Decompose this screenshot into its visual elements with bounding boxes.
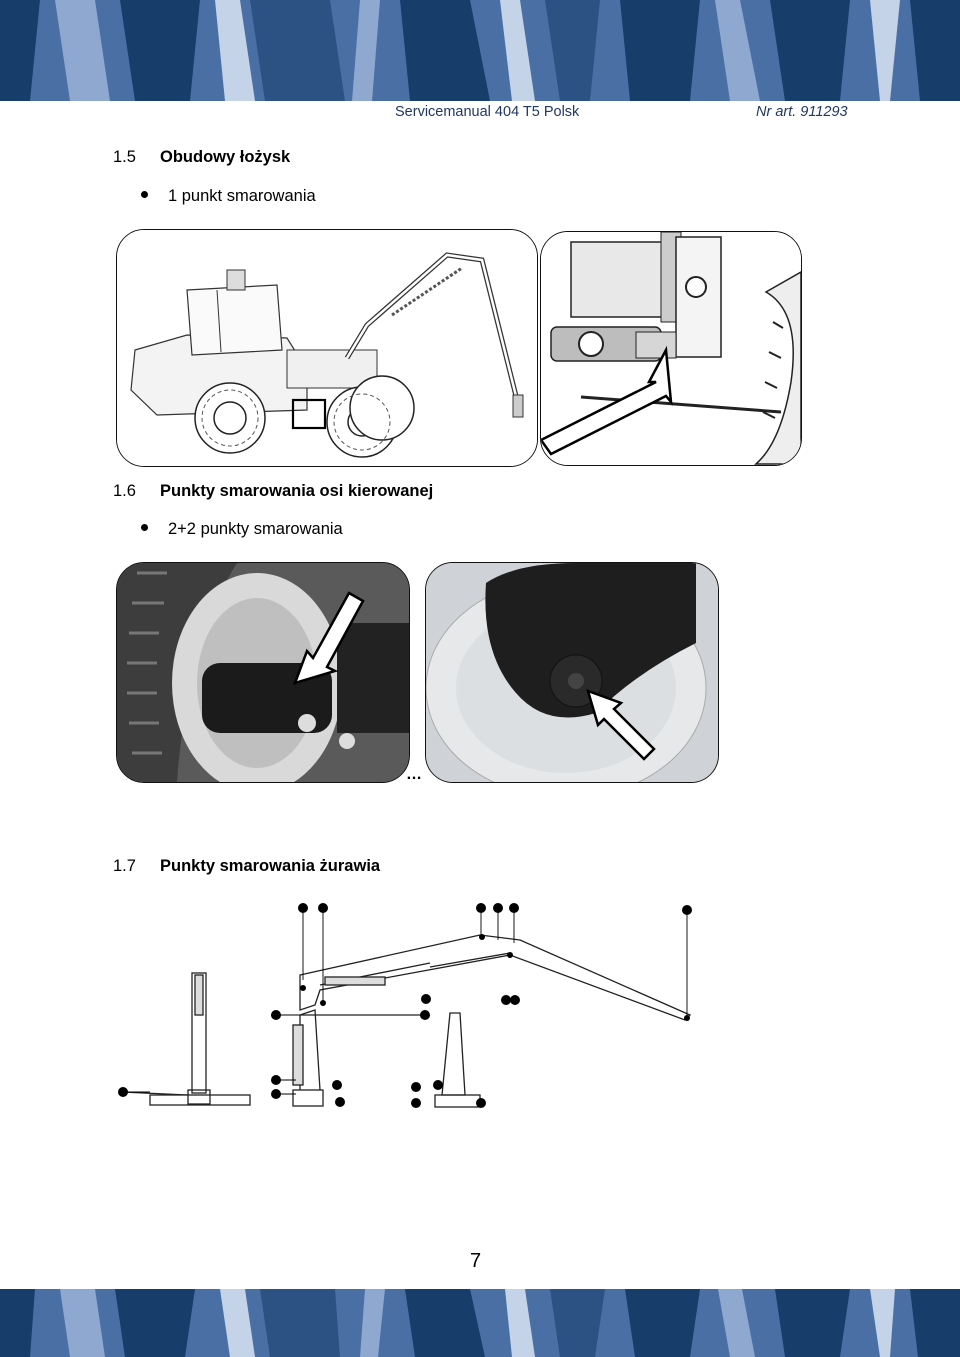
grease-point-icon: [118, 903, 692, 1108]
ellipsis: …: [406, 766, 422, 783]
bullet-dot-icon: [141, 524, 148, 532]
section-number: 1.5: [113, 148, 136, 166]
crane-lubrication-diagram: [118, 903, 692, 1108]
article-number: Nr art. 911293: [756, 104, 848, 120]
steering-axle-photo-left: [116, 562, 410, 783]
top-decorative-band: [0, 0, 960, 101]
arrow-pointer-icon: [292, 591, 365, 685]
steering-axle-photo-right: [425, 562, 719, 783]
forwarder-machine-image: [116, 229, 538, 467]
section-heading-1-5: 1.5 Obudowy łożysk: [113, 148, 290, 167]
page-number: 7: [470, 1250, 482, 1272]
section-title: Punkty smarowania żurawia: [160, 857, 381, 875]
arrow-pointer-icon: [541, 345, 673, 456]
bullet-text: 2+2 punkty smarowania: [168, 520, 343, 538]
manual-title: Servicemanual 404 T5 Polsk: [395, 104, 580, 120]
section-number: 1.7: [113, 857, 136, 875]
bullet-dot-icon: [141, 191, 148, 199]
bullet-item: 1 punkt smarowania: [141, 187, 316, 206]
section-heading-1-7: 1.7 Punkty smarowania żurawia: [113, 857, 380, 876]
section-heading-1-6: 1.6 Punkty smarowania osi kierowanej: [113, 482, 433, 501]
section-number: 1.6: [113, 482, 136, 500]
bullet-text: 1 punkt smarowania: [168, 187, 316, 205]
bullet-item: 2+2 punkty smarowania: [141, 520, 343, 539]
section-title: Punkty smarowania osi kierowanej: [160, 482, 434, 500]
bearing-housing-closeup: [540, 231, 802, 466]
bottom-decorative-band: [0, 1289, 960, 1357]
section-title: Obudowy łożysk: [160, 148, 291, 166]
arrow-pointer-icon: [586, 688, 656, 761]
